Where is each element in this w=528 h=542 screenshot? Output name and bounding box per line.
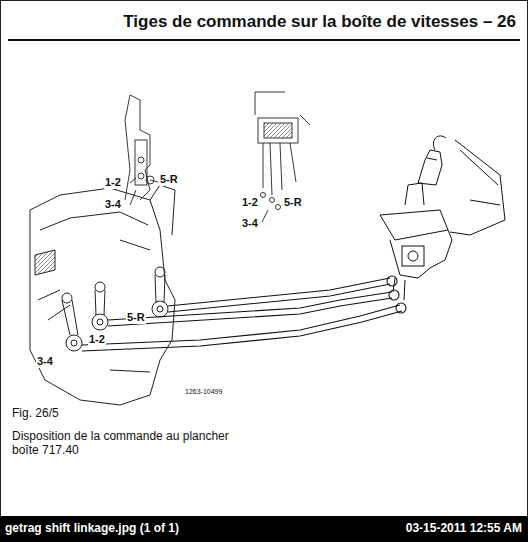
- shift-position-label: 5-R: [159, 173, 179, 186]
- shift-position-label: 1-2: [241, 196, 259, 209]
- shift-position-label: 5-R: [283, 196, 303, 209]
- timestamp: 03-15-2011 12:55 AM: [406, 522, 522, 536]
- file-name: getrag shift linkage.jpg (1 of 1): [5, 522, 179, 536]
- lever-label: 3-4: [36, 355, 54, 368]
- lever-label: 1-2: [88, 333, 106, 346]
- shift-position-label: 3-4: [104, 198, 122, 211]
- shift-position-label: 3-4: [241, 217, 259, 230]
- drawing-number: 1263-10499: [185, 388, 222, 396]
- lever-label: 5-R: [126, 311, 146, 324]
- page-title: Tiges de commande sur la boîte de vitess…: [123, 12, 516, 32]
- shift-position-label: 1-2: [104, 176, 122, 189]
- figure-caption: Disposition de la commande au plancher b…: [12, 430, 257, 458]
- figure-number: Fig. 26/5: [12, 407, 59, 421]
